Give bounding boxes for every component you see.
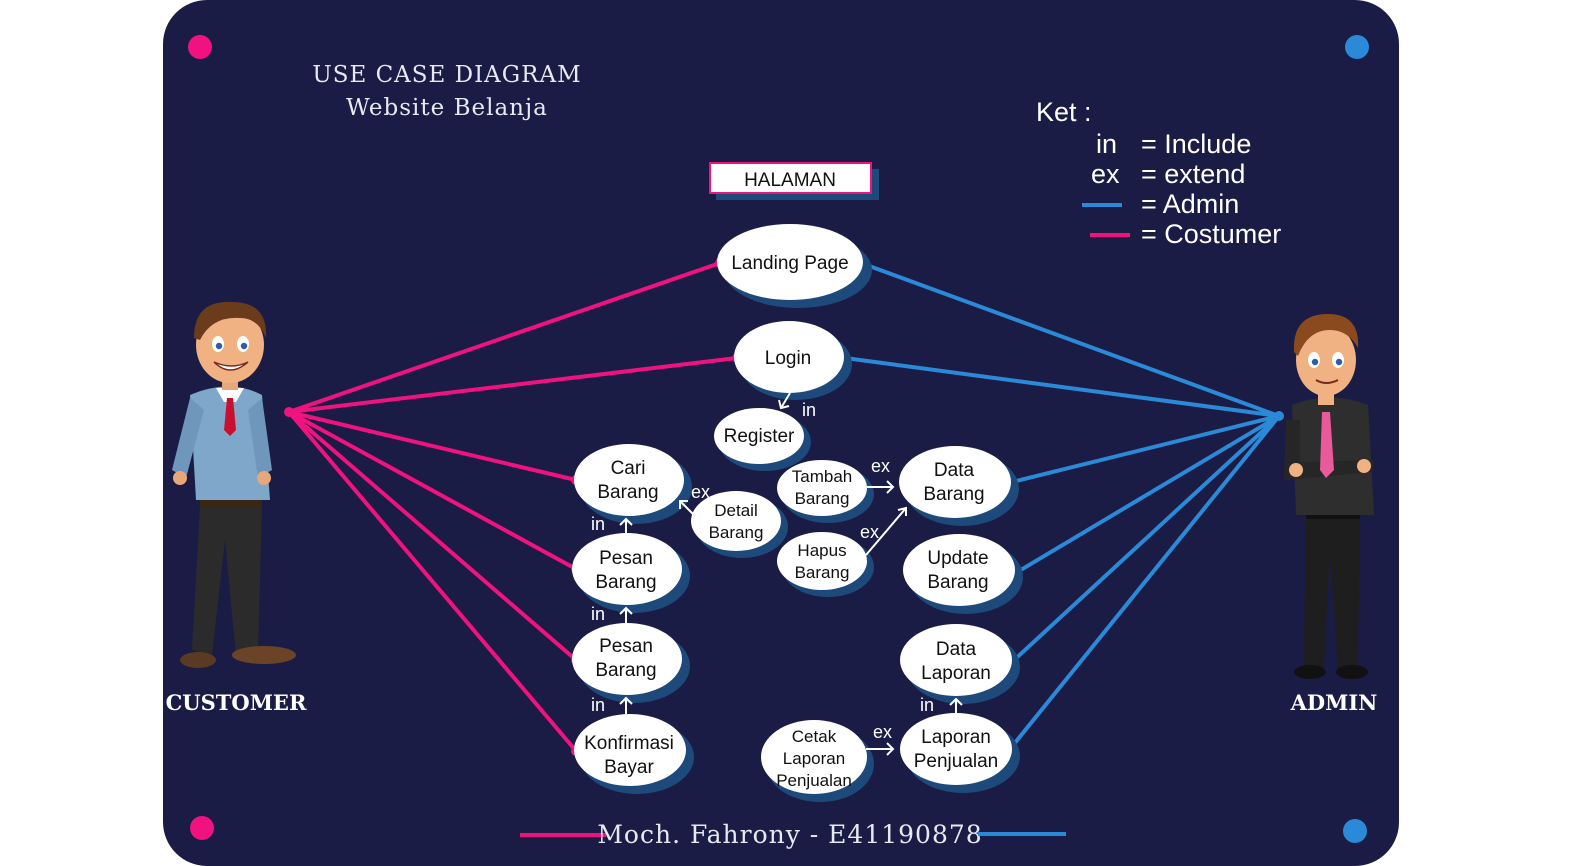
include-konfirmasi-pesan2: in — [591, 695, 633, 715]
svg-text:in: in — [802, 400, 816, 420]
svg-text:Landing Page: Landing Page — [731, 253, 848, 274]
svg-text:ex: ex — [860, 522, 879, 542]
extend-detail-cari: ex — [679, 482, 710, 516]
assoc-customer-konfirmasi-bayar — [287, 410, 578, 753]
use-case-tambah-barang: Tambah Barang — [777, 460, 874, 523]
svg-text:Pesan: Pesan — [599, 548, 653, 569]
customer-actor: CUSTOMER — [166, 301, 307, 715]
halaman-label: HALAMAN — [744, 170, 836, 191]
svg-text:in: in — [591, 695, 605, 715]
svg-text:ex: ex — [873, 722, 892, 742]
svg-text:Update: Update — [927, 548, 988, 569]
diagram-subtitle: Website Belanja — [346, 95, 548, 121]
use-case-register: Register — [714, 408, 811, 471]
use-case-login: Login — [734, 321, 852, 400]
assoc-customer-pesan-barang-2 — [287, 410, 578, 662]
svg-text:Barang: Barang — [795, 563, 850, 582]
assoc-customer-login — [288, 356, 738, 414]
include-pesan2-pesan1: in — [591, 604, 633, 624]
assoc-admin-update-barang — [1012, 414, 1281, 576]
svg-text:ex: ex — [691, 482, 710, 502]
legend-desc-include: = Include — [1141, 129, 1251, 159]
legend-desc-admin: = Admin — [1141, 189, 1239, 219]
svg-text:Data: Data — [936, 639, 977, 660]
svg-text:Tambah: Tambah — [792, 467, 852, 486]
use-case-landing-page: Landing Page — [717, 224, 872, 308]
svg-text:Data: Data — [934, 460, 975, 481]
svg-text:Barang: Barang — [923, 484, 984, 505]
svg-text:in: in — [920, 695, 934, 715]
use-case-pesan-barang-2: Pesan Barang — [572, 623, 690, 703]
assoc-customer-cari-barang — [288, 410, 577, 482]
use-case-data-barang: Data Barang — [899, 446, 1019, 526]
svg-text:Barang: Barang — [595, 572, 656, 593]
legend: Ket : in = Include ex = extend = Admin =… — [1036, 97, 1281, 249]
svg-text:ex: ex — [871, 456, 890, 476]
svg-text:Cari: Cari — [611, 458, 646, 479]
extend-tambah-data-barang: ex — [867, 456, 895, 494]
svg-text:Barang: Barang — [927, 572, 988, 593]
extend-cetak-laporan: ex — [866, 722, 895, 756]
footer-author: Moch. Fahrony - E41190878 — [597, 820, 982, 849]
svg-text:Pesan: Pesan — [599, 636, 653, 657]
diagram-title: USE CASE DIAGRAM — [312, 62, 581, 88]
use-case-update-barang: Update Barang — [903, 534, 1023, 614]
svg-text:Detail: Detail — [714, 501, 757, 520]
corner-dot-bottom-right — [1343, 819, 1367, 843]
halaman-box: HALAMAN — [709, 162, 879, 200]
svg-text:in: in — [591, 604, 605, 624]
use-case-cari-barang: Cari Barang — [574, 444, 692, 524]
corner-dot-top-left — [188, 35, 212, 59]
use-case-data-laporan: Data Laporan — [900, 624, 1020, 704]
legend-heading: Ket : — [1036, 97, 1092, 127]
use-case-laporan-penjualan: Laporan Penjualan — [900, 713, 1020, 793]
svg-text:Laporan: Laporan — [921, 663, 991, 684]
svg-text:Barang: Barang — [597, 482, 658, 503]
use-case-pesan-barang-1: Pesan Barang — [572, 533, 690, 613]
legend-desc-customer: = Costumer — [1141, 219, 1281, 249]
admin-label: ADMIN — [1290, 690, 1378, 715]
footer: Moch. Fahrony - E41190878 — [520, 820, 1066, 849]
corner-dot-bottom-left — [190, 816, 214, 840]
svg-text:Barang: Barang — [709, 523, 764, 542]
svg-text:Login: Login — [765, 348, 812, 369]
svg-text:Bayar: Bayar — [604, 757, 654, 778]
svg-text:Penjualan: Penjualan — [776, 771, 852, 790]
use-case-hapus-barang: Hapus Barang — [777, 532, 874, 597]
legend-key-include: in — [1096, 129, 1117, 159]
assoc-customer-pesan-barang-1 — [288, 410, 577, 571]
admin-figure-icon — [1284, 314, 1374, 679]
legend-key-extend: ex — [1091, 159, 1120, 189]
assoc-admin-laporan-penjualan — [1008, 414, 1281, 751]
include-pesan-cari: in — [591, 514, 633, 534]
extend-hapus-data-barang: ex — [860, 506, 907, 556]
use-case-konfirmasi-bayar: Konfirmasi Bayar — [574, 714, 694, 794]
corner-dot-top-right — [1345, 35, 1369, 59]
relation-arrows: in in in in ex ex — [591, 392, 963, 756]
svg-text:Barang: Barang — [595, 660, 656, 681]
customer-label: CUSTOMER — [166, 690, 307, 715]
assoc-admin-login — [844, 356, 1280, 418]
assoc-customer-landing-page — [288, 261, 721, 414]
customer-figure-icon — [172, 301, 296, 668]
assoc-admin-data-barang — [1007, 414, 1280, 485]
svg-text:Penjualan: Penjualan — [914, 751, 999, 772]
use-case-detail-barang: Detail Barang — [691, 491, 788, 558]
svg-text:Konfirmasi: Konfirmasi — [584, 733, 674, 754]
svg-text:Hapus: Hapus — [797, 541, 846, 560]
svg-text:in: in — [591, 514, 605, 534]
svg-text:Laporan: Laporan — [921, 727, 991, 748]
svg-text:Cetak: Cetak — [792, 727, 837, 746]
admin-actor: ADMIN — [1284, 314, 1377, 715]
use-case-cetak-laporan-penjualan: Cetak Laporan Penjualan — [761, 720, 874, 802]
svg-text:Register: Register — [724, 426, 795, 447]
legend-desc-extend: = extend — [1141, 159, 1245, 189]
svg-text:Barang: Barang — [795, 489, 850, 508]
assoc-admin-landing-page — [860, 261, 1280, 418]
assoc-admin-data-laporan — [1010, 414, 1281, 664]
svg-text:Laporan: Laporan — [783, 749, 845, 768]
include-login-register: in — [778, 392, 816, 420]
include-laporan-data-laporan: in — [920, 695, 963, 715]
